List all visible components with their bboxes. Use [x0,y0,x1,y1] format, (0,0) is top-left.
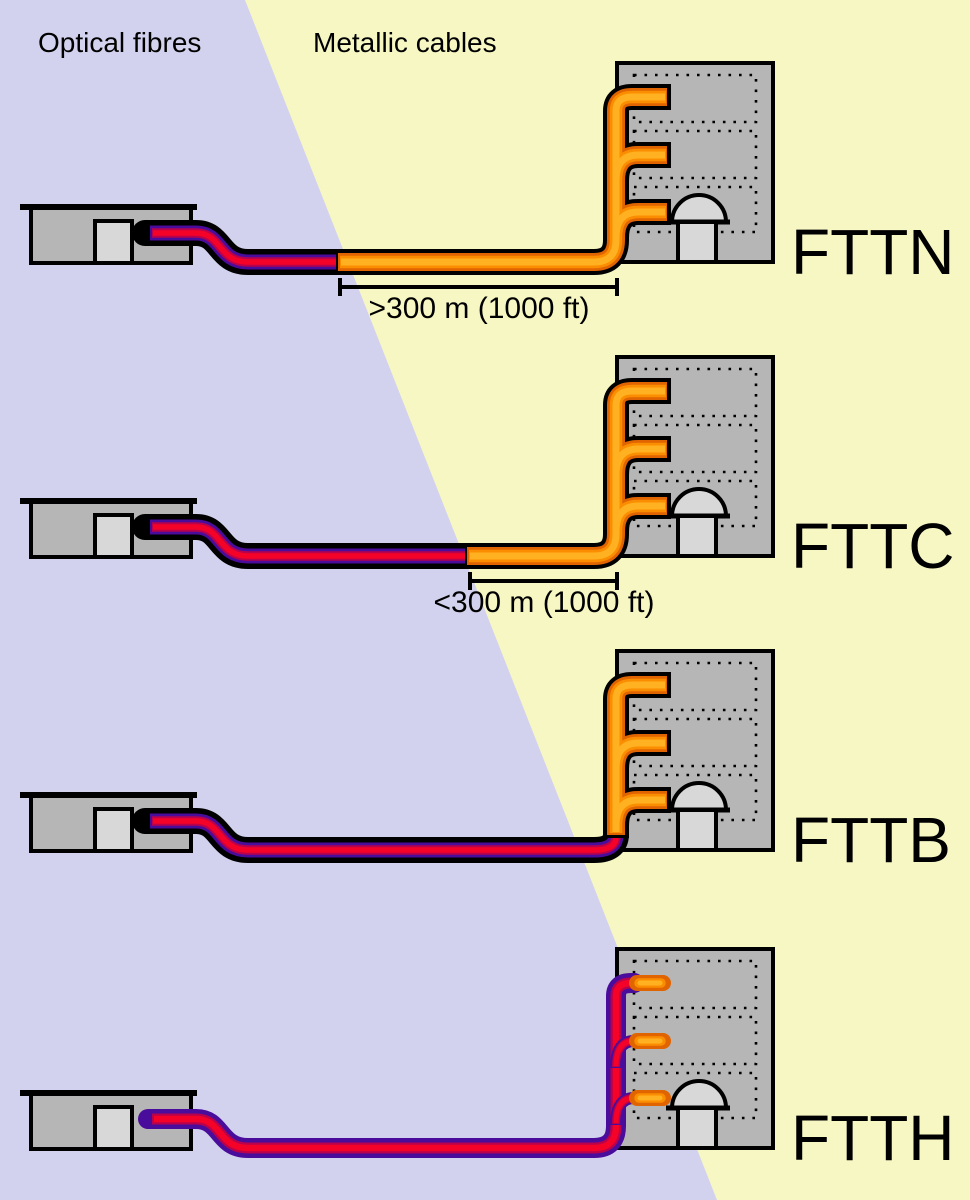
fttc-label: FTTC [791,510,955,582]
fttn-distance-label: >300 m (1000 ft) [369,292,590,325]
metallic-region-background [245,0,970,1200]
fttb-label: FTTB [791,804,951,876]
fttn-label: FTTN [791,216,955,288]
copper-drop-stubs [629,975,671,1106]
copper-cable-path [465,378,671,569]
fttb-row: FTTB [20,651,951,876]
fttc-row: <300 m (1000 ft) FTTC [20,357,955,619]
copper-cable-path [336,84,671,275]
copper-cable-path [603,672,671,838]
fttc-distance-label: <300 m (1000 ft) [434,586,655,619]
fiber-cable-path [138,973,644,1158]
distance-bar [468,572,619,590]
fttn-row: >300 m (1000 ft) FTTN [20,63,955,325]
fiber-cable-path [132,220,358,275]
distance-bar [338,278,619,296]
fiber-cable-path [132,514,487,569]
ftth-label: FTTH [791,1102,955,1174]
metallic-cables-label: Metallic cables [313,27,497,58]
fiber-cable-path [132,808,629,863]
optical-fibres-label: Optical fibres [38,27,201,58]
ftth-row: FTTH [20,949,955,1174]
